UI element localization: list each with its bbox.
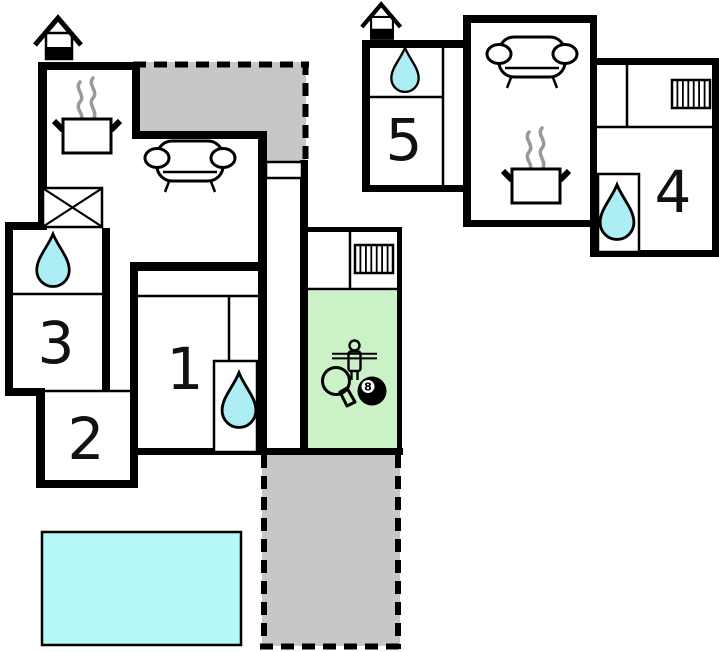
terrace-top — [133, 61, 309, 166]
eight-ball-icon: 8 — [357, 376, 387, 406]
door-icon — [264, 160, 304, 180]
sofa-icon — [485, 35, 579, 89]
corridor-area — [267, 163, 302, 455]
stove-pot-icon — [51, 76, 123, 155]
walls — [5, 15, 719, 488]
water-drop-icon — [390, 44, 420, 94]
eight-ball-number: 8 — [364, 381, 372, 394]
steam-icon — [76, 76, 97, 122]
steam-icon — [525, 126, 546, 172]
terrace-top-area — [135, 62, 306, 165]
bedroom5-annex-area — [362, 40, 470, 192]
pool — [40, 530, 243, 647]
radiator-icon — [353, 243, 395, 275]
water-drop-icon — [35, 230, 71, 288]
foosball-player-icon — [332, 339, 377, 380]
table-tennis-paddle-icon — [321, 366, 357, 408]
bedroom-5-label: 5 — [386, 106, 423, 174]
bedroom-1-label: 1 — [167, 335, 204, 403]
water-drop-icon — [220, 369, 258, 429]
chimney-icon — [360, 1, 403, 40]
radiator-icon — [670, 78, 712, 110]
terrace-bottom-area — [262, 455, 400, 646]
water-drop-icon — [598, 181, 636, 241]
bedroom-2-label: 2 — [68, 405, 105, 473]
game-room-icons: 8 — [321, 339, 387, 408]
bedroom-3-label: 3 — [38, 309, 75, 377]
bedroom-4-label: 4 — [655, 158, 692, 226]
stove-pot-icon — [500, 126, 572, 205]
chimney-icon — [33, 14, 83, 61]
sofa-icon — [143, 139, 237, 193]
terrace-bottom — [260, 455, 402, 650]
interior-dividers — [13, 48, 712, 393]
cross-box-icon — [41, 186, 104, 229]
game-room-floor — [305, 291, 397, 448]
